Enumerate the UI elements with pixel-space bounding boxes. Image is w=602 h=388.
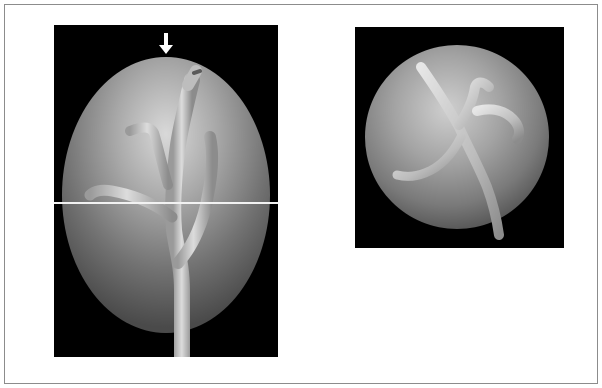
branch-tip-shadow bbox=[194, 71, 200, 73]
cross-section-view-illustration bbox=[355, 27, 564, 248]
longitudinal-view-illustration bbox=[54, 25, 278, 357]
longitudinal-view-panel bbox=[54, 25, 278, 357]
cross-section-view-panel bbox=[355, 27, 564, 248]
down-arrow-icon bbox=[159, 33, 173, 54]
